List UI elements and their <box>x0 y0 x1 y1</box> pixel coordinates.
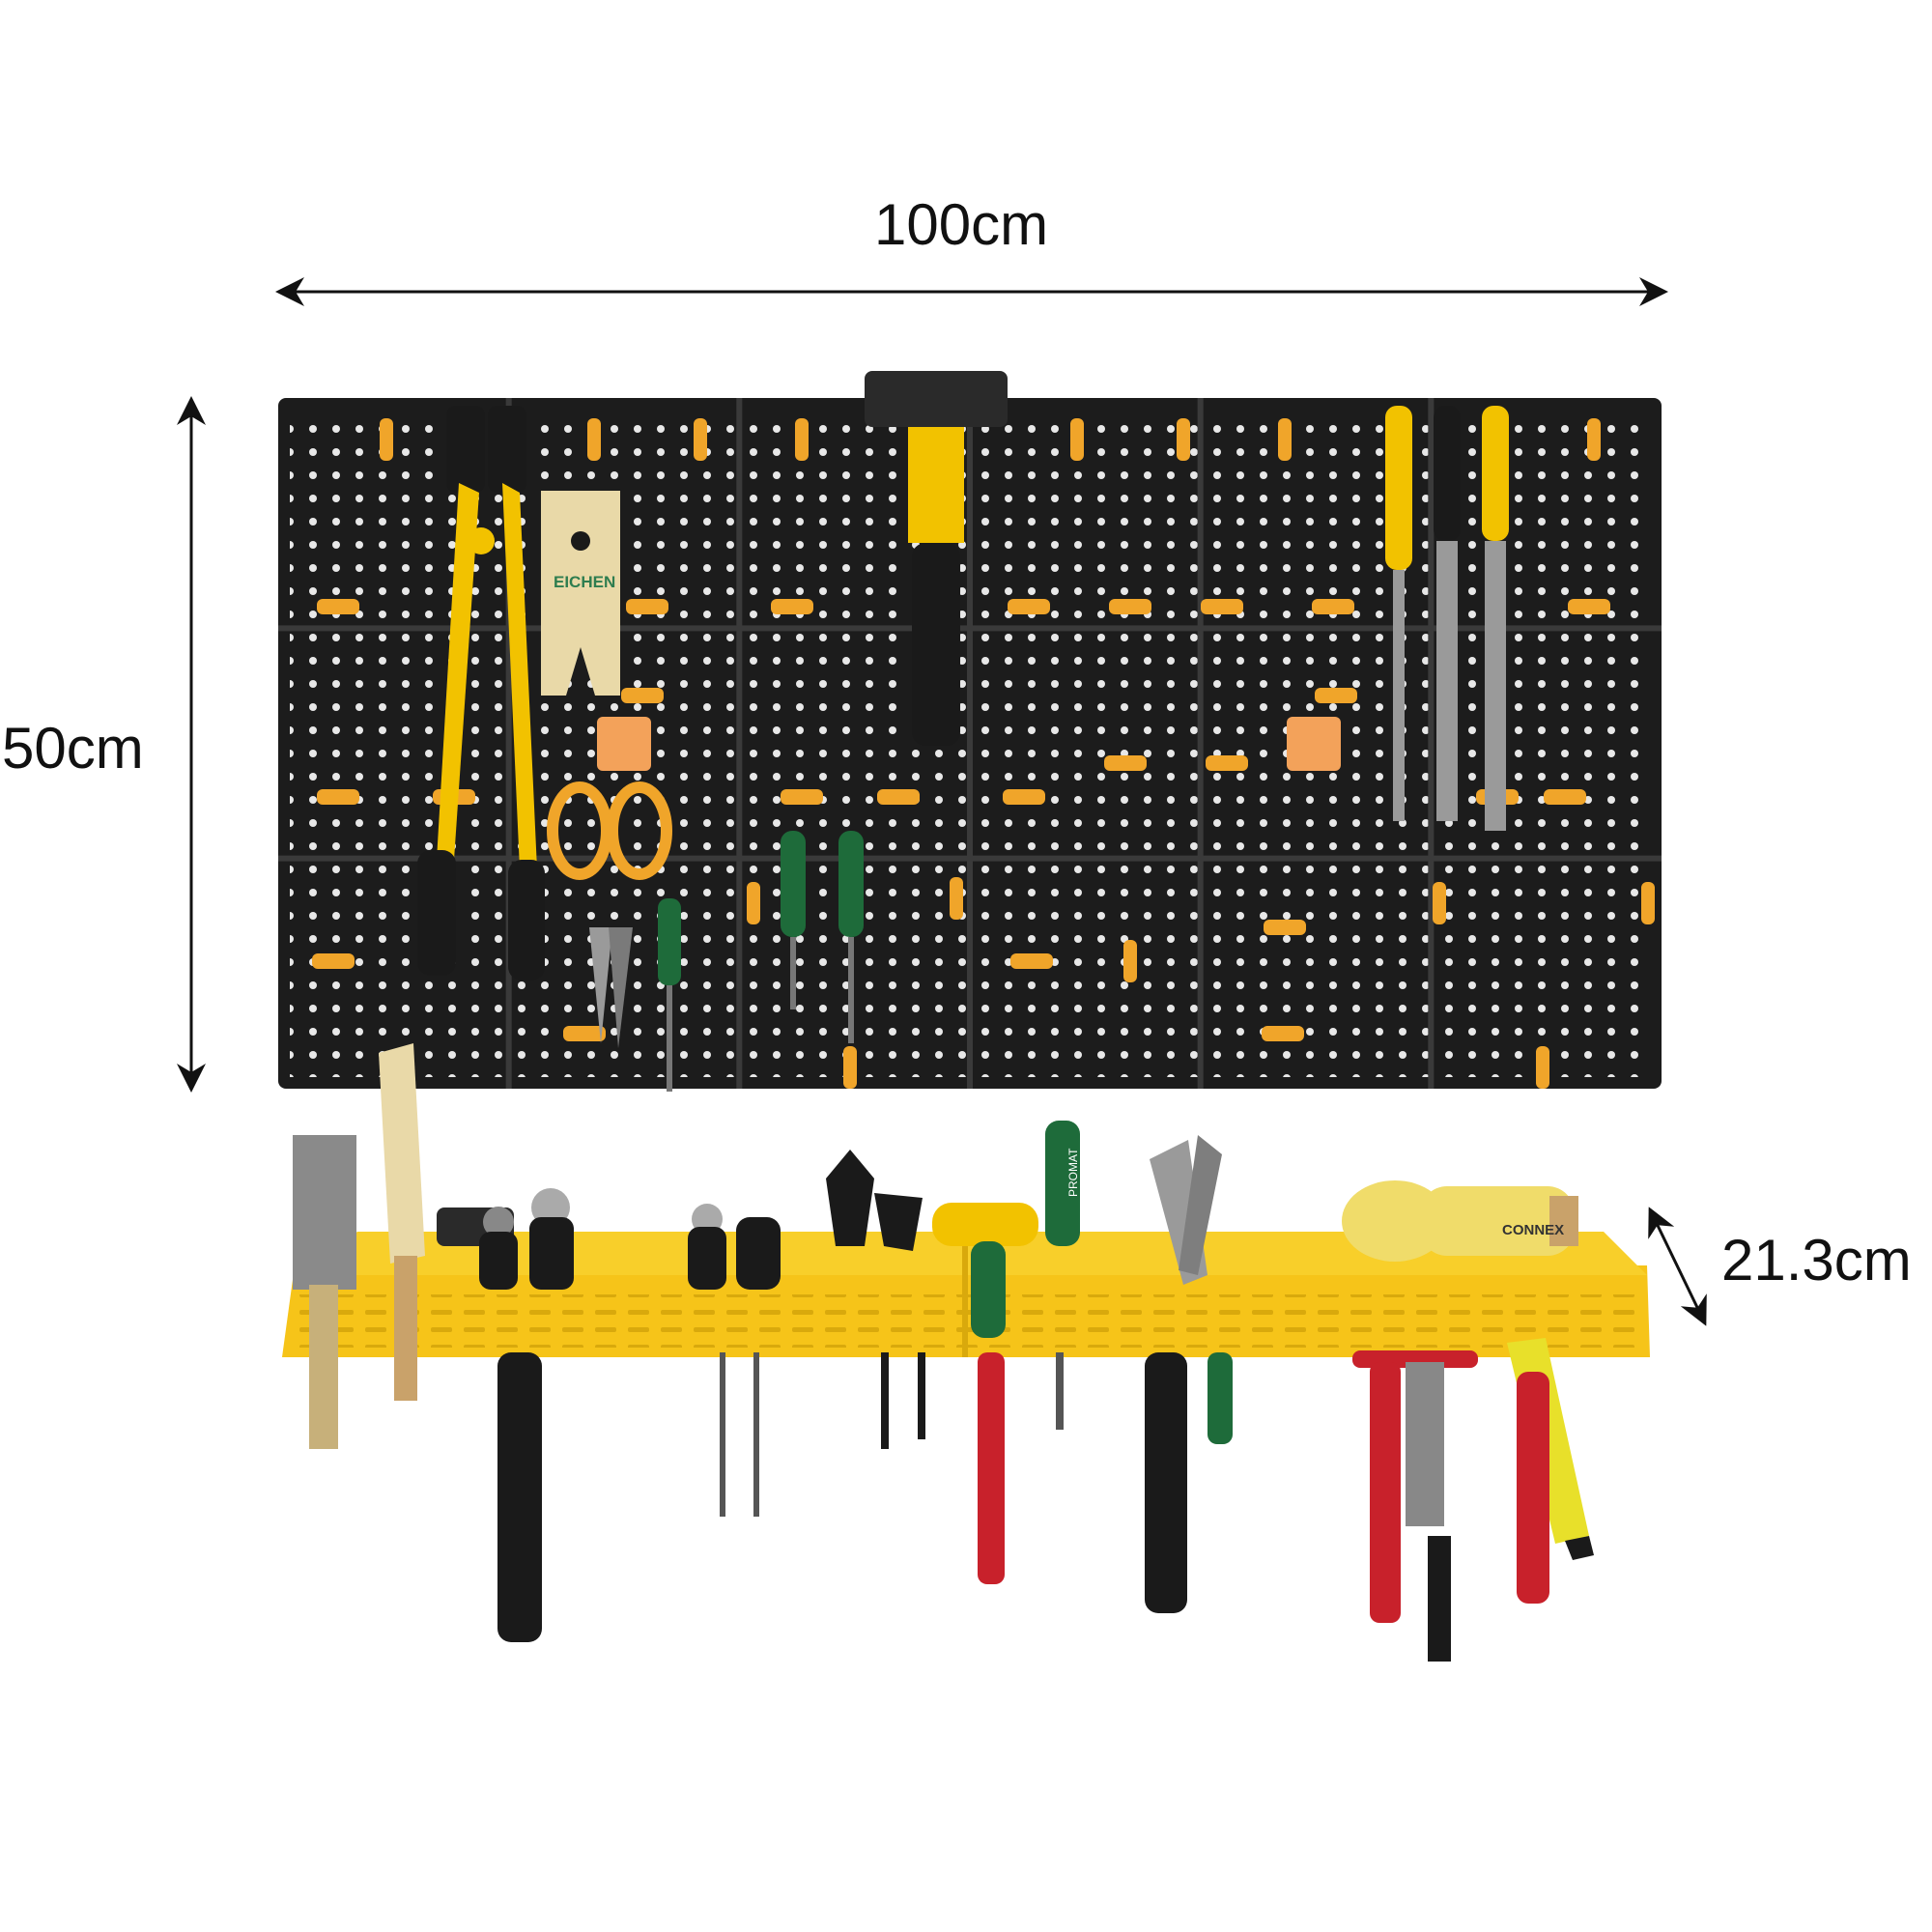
pegboard-hook <box>1010 953 1053 969</box>
pegboard-hook <box>1008 599 1050 614</box>
water-pump-pliers <box>1145 1135 1233 1613</box>
panel-grid <box>278 398 1662 1089</box>
pegboard-hook <box>1262 1026 1304 1041</box>
file-3 <box>1482 406 1509 831</box>
pegboard-hook <box>1123 940 1137 982</box>
depth-arrow <box>1648 1207 1707 1326</box>
t-handle-tool <box>1352 1350 1478 1662</box>
red-handled-hammer <box>1517 1372 1549 1604</box>
rubber-mallet-yellow <box>932 1203 1038 1246</box>
scissors <box>547 781 672 1048</box>
tag-brand-text: EICHEN <box>554 573 615 591</box>
pegboard-hook <box>1206 755 1248 771</box>
pegboard-hook <box>1104 755 1147 771</box>
pegboard-hook <box>781 789 823 805</box>
pegboard-hook <box>795 418 809 461</box>
tool-shelf <box>282 1232 1650 1357</box>
sledge-hammer <box>865 371 1008 746</box>
pegboard-hook <box>1433 882 1446 924</box>
pegboard-hook <box>1109 599 1151 614</box>
wire-brush-right <box>379 1043 425 1401</box>
square-clip <box>597 717 651 771</box>
pegboard-hook <box>317 599 359 614</box>
pegboard-hook <box>380 418 393 461</box>
pegboard-hook <box>694 418 707 461</box>
pegboard-hook <box>1201 599 1243 614</box>
pegboard-hook <box>1568 599 1610 614</box>
pegboard-hook <box>587 418 601 461</box>
pegboard-hook <box>1587 418 1601 461</box>
screwdriver-green-1 <box>781 831 806 1009</box>
mallet-grey <box>479 1188 574 1290</box>
pliers-black <box>826 1150 923 1251</box>
depth-dimension-label: 21.3cm <box>1721 1228 1912 1293</box>
pegboard-hook <box>317 789 359 805</box>
pegboard-hook <box>312 953 355 969</box>
height-dimension-label: 50cm <box>2 716 144 781</box>
screwdriver-green-2 <box>838 831 864 1043</box>
rubber-mallet-large <box>1342 1180 1578 1262</box>
width-dimension-label: 100cm <box>874 192 1049 257</box>
pegboard-hook <box>626 599 668 614</box>
screwdriver-handles <box>688 1204 925 1517</box>
mallet-brand-text: CONNEX <box>1502 1222 1564 1238</box>
pegboard-hook <box>1312 599 1354 614</box>
pegboard-hook <box>1641 882 1655 924</box>
pegboard-hook <box>1070 418 1084 461</box>
screwdriver-red-handle <box>971 1241 1006 1584</box>
pegboard-hook <box>1536 1046 1549 1089</box>
pegboard-hook <box>1544 789 1586 805</box>
pegboard-hook <box>1315 688 1357 703</box>
bolt-cutter <box>417 406 545 980</box>
screwdriver-green-shelf <box>1045 1121 1080 1430</box>
pegboard-hook <box>843 1046 857 1089</box>
pegboard-hook <box>621 688 664 703</box>
pegboard-hook <box>563 1026 606 1041</box>
square-clip <box>1287 717 1341 771</box>
pegboard-hook <box>877 789 920 805</box>
pegboard-hook <box>1278 418 1292 461</box>
pegboard-hook <box>1264 920 1306 935</box>
wire-brush-left <box>293 1135 356 1449</box>
file-2 <box>1434 406 1461 821</box>
orange-hooks <box>312 418 1655 1089</box>
screwdriver-brand-text: PROMAT <box>1066 1148 1080 1197</box>
pegboard-hook <box>950 877 963 920</box>
pegboard-hook <box>771 599 813 614</box>
screwdriver-small <box>658 898 681 1092</box>
file-1 <box>1385 406 1412 821</box>
pegboard-hook <box>1003 789 1045 805</box>
wooden-tag <box>541 491 620 696</box>
pegboard-hook <box>747 882 760 924</box>
pegboard-hook <box>1177 418 1190 461</box>
